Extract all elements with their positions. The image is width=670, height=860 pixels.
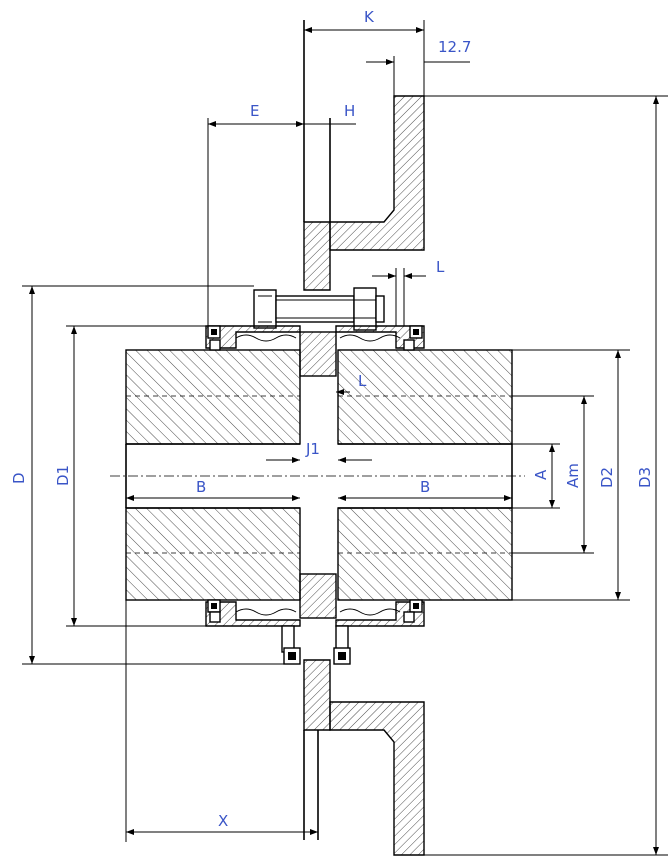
bottom-bolts bbox=[281, 625, 351, 665]
dim-label-e: E bbox=[250, 102, 259, 120]
elastic-element bbox=[299, 331, 337, 619]
outer-ring-top bbox=[205, 325, 425, 627]
dim-label-12-7: 12.7 bbox=[438, 38, 471, 56]
dim-label-x: X bbox=[218, 812, 228, 830]
spring-top-right bbox=[339, 334, 401, 342]
dim-label-a: A bbox=[532, 469, 550, 480]
screw-top-left bbox=[207, 325, 221, 351]
dim-label-d: D bbox=[10, 472, 28, 484]
dim-label-d1: D1 bbox=[54, 465, 72, 486]
screw-bottom-left bbox=[207, 599, 221, 623]
dim-label-am: Am bbox=[564, 463, 582, 488]
flywheel-adapter bbox=[329, 95, 425, 856]
dim-label-k: K bbox=[364, 8, 375, 26]
screw-bottom-right bbox=[403, 599, 423, 623]
dim-label-l-top: L bbox=[436, 258, 445, 276]
spring-bottom-left bbox=[235, 608, 297, 616]
right-hub bbox=[337, 349, 513, 601]
left-hub bbox=[125, 349, 301, 601]
dim-label-l-mid: L bbox=[358, 372, 367, 390]
spring-top-left bbox=[235, 334, 297, 342]
dim-label-j1: J1 bbox=[305, 440, 320, 458]
dim-label-d2: D2 bbox=[598, 467, 616, 488]
dim-label-b-right: B bbox=[420, 478, 430, 496]
clamp-bolt bbox=[253, 287, 385, 331]
spring-bottom-right bbox=[339, 608, 401, 616]
dimension-lines bbox=[22, 20, 668, 856]
dim-label-b-left: B bbox=[196, 478, 206, 496]
dim-label-d3: D3 bbox=[636, 467, 654, 488]
screw-top-right bbox=[403, 325, 423, 351]
spacer-disc bbox=[303, 20, 331, 840]
dim-label-h: H bbox=[344, 102, 355, 120]
